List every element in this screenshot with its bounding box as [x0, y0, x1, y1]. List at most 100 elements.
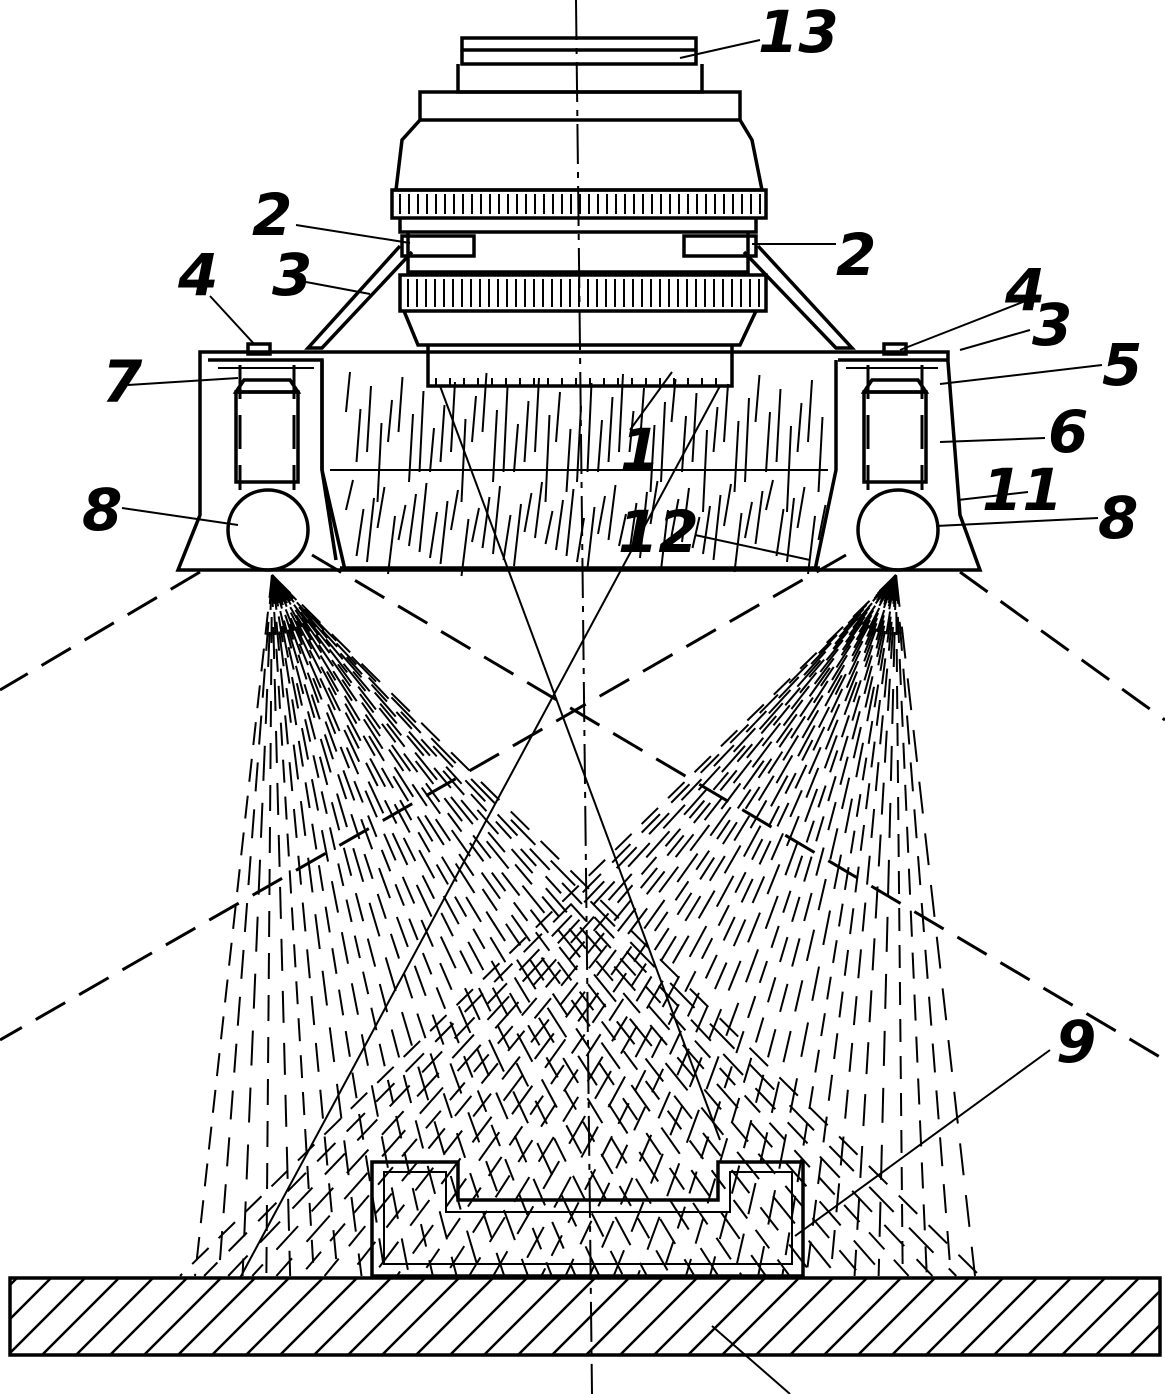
drawing-stroke [444, 574, 897, 1277]
drawing-stroke [1061, 1277, 1140, 1356]
drawing-stroke [450, 489, 459, 531]
drawing-stroke [733, 420, 740, 493]
drawing-stroke [271, 574, 743, 1277]
drawing-stroke [639, 491, 648, 559]
drawing-stroke [585, 1277, 664, 1356]
drawing-stroke [895, 574, 904, 1277]
drawing-stroke [217, 574, 273, 1277]
ref-1: 1 [620, 416, 660, 484]
drawing-stroke [9, 1277, 86, 1354]
optical-axis [575, 0, 593, 1394]
drawing-stroke [439, 500, 449, 565]
ref-8-right: 8 [1098, 484, 1138, 552]
drawing-stroke [619, 1277, 698, 1356]
drawing-stroke [660, 574, 897, 1277]
drawing-stroke [460, 418, 467, 503]
drawing-stroke [670, 498, 680, 537]
drawing-stroke [471, 395, 477, 443]
drawing-stroke [271, 574, 482, 1277]
drawing-stroke [681, 415, 687, 473]
reflector-shading [345, 371, 827, 577]
drawing-stroke [755, 1277, 834, 1356]
drawing-stroke [618, 373, 624, 453]
light-rays [179, 574, 981, 1277]
ref-2-right: 2 [836, 221, 876, 289]
drawing-stroke [775, 388, 782, 463]
drawing-stroke [807, 515, 816, 575]
drawing-stroke [628, 410, 635, 453]
drawing-stroke [895, 574, 952, 1277]
drawing-stroke [481, 372, 488, 433]
drawing-stroke [564, 574, 897, 1277]
drawing-stroke [649, 424, 656, 493]
drawing-stroke [415, 1277, 494, 1356]
drawing-stroke [9, 1277, 18, 1286]
drawing-stroke [271, 574, 577, 1277]
drawing-stroke [555, 391, 561, 443]
drawing-stroke [925, 1277, 1004, 1356]
drawing-stroke [857, 1277, 936, 1356]
drawing-stroke [227, 574, 897, 1277]
drawing-stroke [1095, 1290, 1161, 1356]
drawing-stroke [449, 1277, 528, 1356]
drawing-stroke [271, 574, 672, 1277]
drawing-stroke [387, 399, 393, 443]
lamp-left [208, 358, 338, 572]
drawing-stroke [618, 513, 627, 547]
ref-6: 6 [1048, 398, 1088, 466]
drawing-stroke [376, 486, 386, 529]
drawing-stroke [576, 517, 585, 563]
lens-barrel [390, 36, 768, 388]
drawing-stroke [612, 574, 897, 1277]
drawing-stroke [517, 1277, 596, 1356]
drawing-stroke [271, 574, 934, 1277]
ref-3-left: 3 [272, 241, 312, 309]
drawing-stroke [418, 482, 428, 553]
ring-housing [175, 350, 983, 577]
ref-4-right: 4 [1004, 256, 1045, 324]
drawing-stroke [41, 1277, 120, 1356]
drawing-stroke [271, 574, 720, 1277]
drawing-stroke [597, 495, 606, 535]
drawing-stroke [712, 494, 722, 561]
drawing-stroke [733, 512, 743, 573]
drawing-stroke [636, 574, 897, 1277]
drawing-stroke [895, 574, 976, 1277]
drawing-stroke [275, 574, 897, 1277]
drawing-stroke [279, 1277, 358, 1356]
drawing-stroke [805, 574, 897, 1277]
drawing-stroke [993, 1277, 1072, 1356]
drawing-stroke [796, 402, 803, 453]
drawing-stroke [586, 382, 593, 473]
drawing-stroke [271, 574, 292, 1277]
drawing-stroke [376, 422, 383, 503]
drawing-stroke [265, 574, 273, 1277]
drawing-stroke [408, 493, 417, 547]
drawing-stroke [271, 574, 767, 1277]
drawing-stroke [271, 574, 601, 1277]
drawing-stroke [366, 385, 372, 453]
drawing-stroke [271, 574, 910, 1277]
drawing-stroke [691, 516, 701, 549]
drawing-stroke [670, 378, 677, 423]
drawing-stroke [439, 404, 446, 463]
drawing-stroke [723, 483, 732, 527]
drawing-stroke [555, 499, 564, 551]
drawing-stroke [513, 503, 522, 567]
drawing-stroke [721, 1277, 800, 1356]
drawing-stroke [492, 574, 897, 1277]
ref-11: 11 [982, 456, 1063, 524]
drawing-stroke [817, 504, 827, 541]
drawing-stroke [597, 419, 603, 473]
drawing-stroke [468, 574, 897, 1277]
drawing-stroke [807, 379, 813, 443]
drawing-stroke [109, 1277, 188, 1356]
drawing-stroke [271, 574, 648, 1277]
aperture-ring-knurl [407, 279, 760, 307]
drawing-stroke [786, 497, 795, 563]
drawing-stroke [516, 574, 897, 1277]
drawing-stroke [687, 1277, 766, 1356]
drawing-stroke [544, 510, 554, 545]
drawing-stroke [540, 574, 897, 1277]
drawing-stroke [271, 574, 696, 1277]
